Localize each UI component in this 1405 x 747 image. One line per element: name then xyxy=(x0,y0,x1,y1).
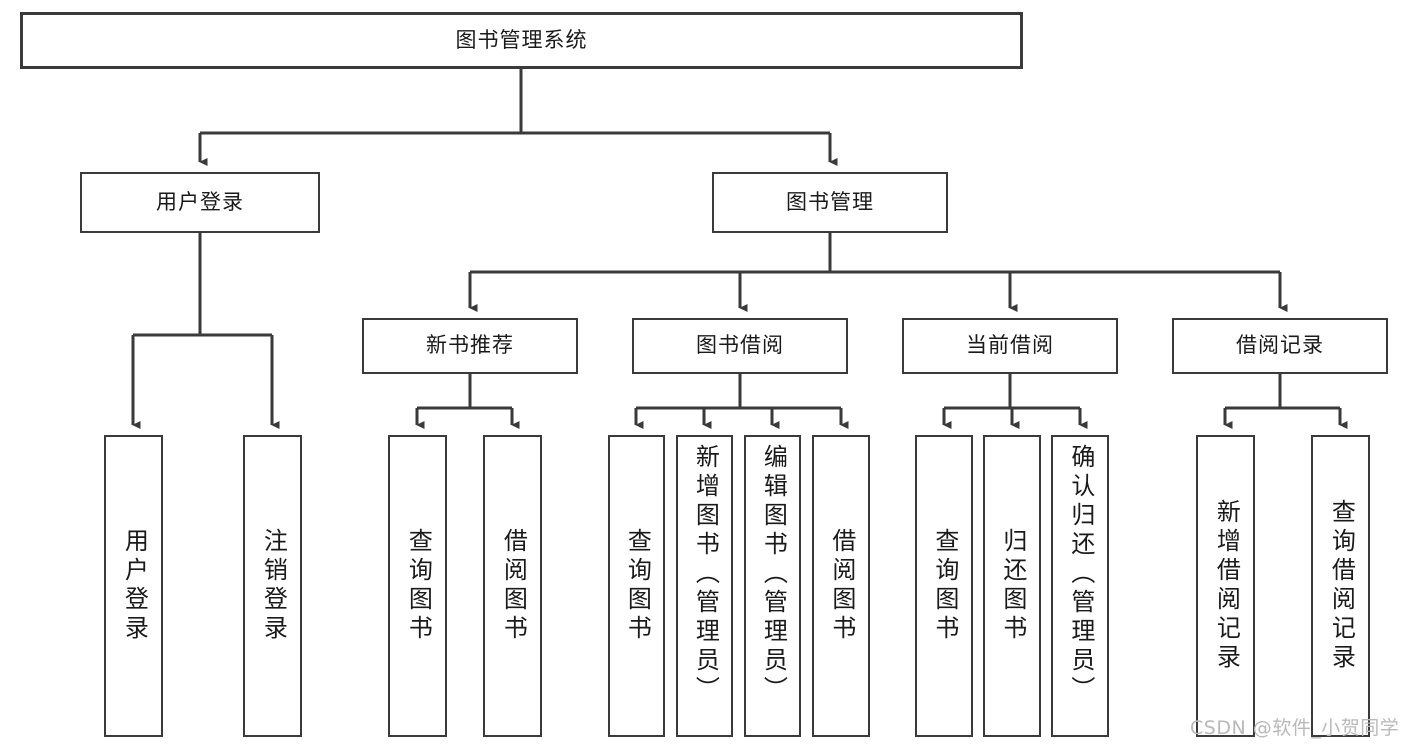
leaf-query-book-borrow-label: 查询图书 xyxy=(623,528,652,644)
leaf-query-book-recommend-label: 查询图书 xyxy=(404,528,433,644)
node-current-borrow[interactable]: 当前借阅 xyxy=(902,318,1118,374)
csdn-watermark: CSDN @软件_小贺同学 xyxy=(1190,717,1400,739)
leaf-return-book-label: 归还图书 xyxy=(998,528,1027,644)
leaf-logout-label: 注销登录 xyxy=(259,528,288,644)
leaf-query-book-recommend[interactable]: 查询图书 xyxy=(388,435,447,737)
node-root[interactable]: 图书管理系统 xyxy=(20,12,1023,69)
leaf-query-borrow-record-label: 查询借阅记录 xyxy=(1327,499,1356,673)
leaf-add-borrow-record[interactable]: 新增借阅记录 xyxy=(1196,435,1255,737)
node-book-borrow-label: 图书借阅 xyxy=(696,333,784,358)
leaf-edit-book-admin-label: 编辑图书（管理员） xyxy=(759,444,788,705)
node-new-book-recommend-label: 新书推荐 xyxy=(426,333,514,358)
leaf-user-login[interactable]: 用户登录 xyxy=(104,435,163,737)
leaf-borrow-book[interactable]: 借阅图书 xyxy=(812,435,870,737)
leaf-confirm-return-admin-label: 确认归还（管理员） xyxy=(1066,444,1095,705)
leaf-query-book-borrow[interactable]: 查询图书 xyxy=(608,435,665,737)
node-borrow-records[interactable]: 借阅记录 xyxy=(1172,318,1388,374)
node-book-management-label: 图书管理 xyxy=(786,189,874,214)
leaf-query-book-current-label: 查询图书 xyxy=(930,528,959,644)
leaf-borrow-book-recommend-label: 借阅图书 xyxy=(499,528,528,644)
leaf-confirm-return-admin[interactable]: 确认归还（管理员） xyxy=(1051,435,1109,737)
leaf-user-login-label: 用户登录 xyxy=(120,528,149,644)
leaf-borrow-book-recommend[interactable]: 借阅图书 xyxy=(483,435,542,737)
node-current-borrow-label: 当前借阅 xyxy=(966,333,1054,358)
leaf-add-book-admin-label: 新增图书（管理员） xyxy=(691,444,720,705)
node-borrow-records-label: 借阅记录 xyxy=(1236,333,1324,358)
leaf-borrow-book-label: 借阅图书 xyxy=(827,528,856,644)
node-user-login-label: 用户登录 xyxy=(156,189,244,214)
node-new-book-recommend[interactable]: 新书推荐 xyxy=(362,318,578,374)
leaf-return-book[interactable]: 归还图书 xyxy=(983,435,1041,737)
leaf-add-book-admin[interactable]: 新增图书（管理员） xyxy=(676,435,733,737)
leaf-logout[interactable]: 注销登录 xyxy=(243,435,302,737)
node-book-borrow[interactable]: 图书借阅 xyxy=(632,318,848,374)
leaf-query-borrow-record[interactable]: 查询借阅记录 xyxy=(1311,435,1370,737)
node-root-label: 图书管理系统 xyxy=(455,27,588,52)
leaf-add-borrow-record-label: 新增借阅记录 xyxy=(1212,499,1241,673)
leaf-query-book-current[interactable]: 查询图书 xyxy=(915,435,973,737)
node-book-management[interactable]: 图书管理 xyxy=(712,172,948,233)
node-user-login[interactable]: 用户登录 xyxy=(80,172,320,233)
leaf-edit-book-admin[interactable]: 编辑图书（管理员） xyxy=(744,435,801,737)
